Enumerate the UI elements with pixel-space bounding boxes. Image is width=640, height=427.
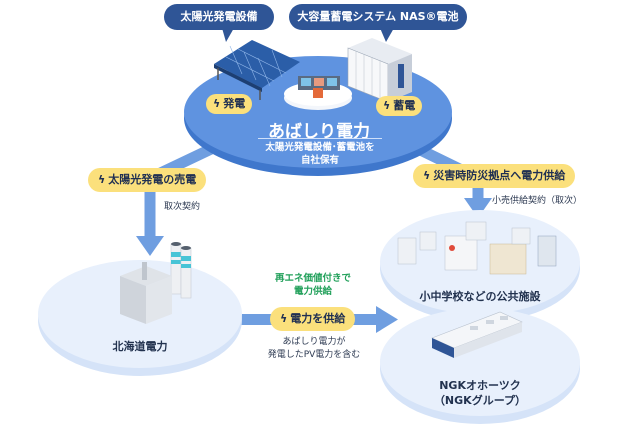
public-facilities-illustration	[397, 221, 557, 275]
pill-solar-sale: ϟ 太陽光発電の売電	[88, 168, 207, 192]
arrow-head-ngk	[376, 306, 398, 333]
middle-flow-green-note: 再エネ価値付きで 電力供給	[258, 272, 368, 298]
ngk-factory-illustration	[431, 311, 523, 358]
center-title: あばしり電力	[268, 122, 370, 142]
center-divider	[258, 138, 382, 139]
center-subtitle: 太陽光発電設備･蓄電池を 自社保有	[250, 141, 390, 167]
pill-power-supply-label: 電力を供給	[290, 312, 346, 325]
lightning-icon: ϟ	[213, 97, 221, 110]
lightning-icon: ϟ	[383, 99, 391, 112]
right-flow-note: 小売供給契約（取次）	[492, 196, 583, 206]
center-subtitle-line2: 自社保有	[300, 155, 339, 166]
bubble-nas-battery: 大容量蓄電システム NAS®電池	[289, 4, 467, 30]
nas-battery-illustration	[347, 38, 412, 103]
bubble-tail-solar	[222, 28, 234, 42]
middle-note-line1: あばしり電力が	[282, 337, 346, 347]
green-note-line2: 電力供給	[293, 286, 332, 297]
pill-power-supply: ϟ 電力を供給	[270, 307, 356, 331]
bubble-tail-nas	[380, 28, 394, 42]
disk-ngk	[380, 308, 580, 416]
pill-storage-label: 蓄電	[393, 99, 416, 112]
node-hokkaido-label: 北海道電力	[112, 340, 168, 353]
middle-note-line2: 発電したPV電力を含む	[267, 350, 361, 360]
left-flow-note: 取次契約	[164, 202, 201, 212]
pill-disaster-supply: ϟ 災害時防災拠点へ電力供給	[413, 164, 576, 188]
pill-generation-label: 発電	[223, 97, 246, 110]
arrow-head-public	[464, 198, 492, 218]
node-ngk-label-line2: （NGKグループ）	[433, 394, 527, 407]
bubble-nas-battery-label: 大容量蓄電システム NAS®電池	[297, 10, 459, 23]
power-plant-illustration	[120, 242, 192, 324]
lightning-icon: ϟ	[280, 312, 288, 325]
green-note-line1: 再エネ価値付きで	[274, 273, 351, 284]
arrow-head-hokkaido	[136, 236, 164, 256]
node-ngk-label: NGKオホーツク （NGKグループ）	[420, 378, 540, 408]
control-room-illustration	[284, 76, 352, 110]
pill-solar-sale-label: 太陽光発電の売電	[108, 173, 197, 186]
pill-generation: ϟ 発電	[206, 94, 253, 114]
node-ngk-label-line1: NGKオホーツク	[439, 379, 521, 392]
pill-disaster-supply-label: 災害時防災拠点へ電力供給	[433, 169, 566, 182]
center-subtitle-line1: 太陽光発電設備･蓄電池を	[265, 142, 375, 153]
lightning-icon: ϟ	[98, 173, 106, 186]
bubble-solar-facility: 太陽光発電設備	[164, 4, 274, 30]
middle-flow-note: あばしり電力が 発電したPV電力を含む	[252, 336, 376, 362]
pill-storage: ϟ 蓄電	[376, 96, 423, 116]
solar-panel-illustration	[214, 40, 300, 100]
node-public-label: 小中学校などの公共施設	[419, 290, 541, 303]
lightning-icon: ϟ	[423, 169, 431, 182]
bubble-solar-facility-label: 太陽光発電設備	[180, 10, 258, 23]
